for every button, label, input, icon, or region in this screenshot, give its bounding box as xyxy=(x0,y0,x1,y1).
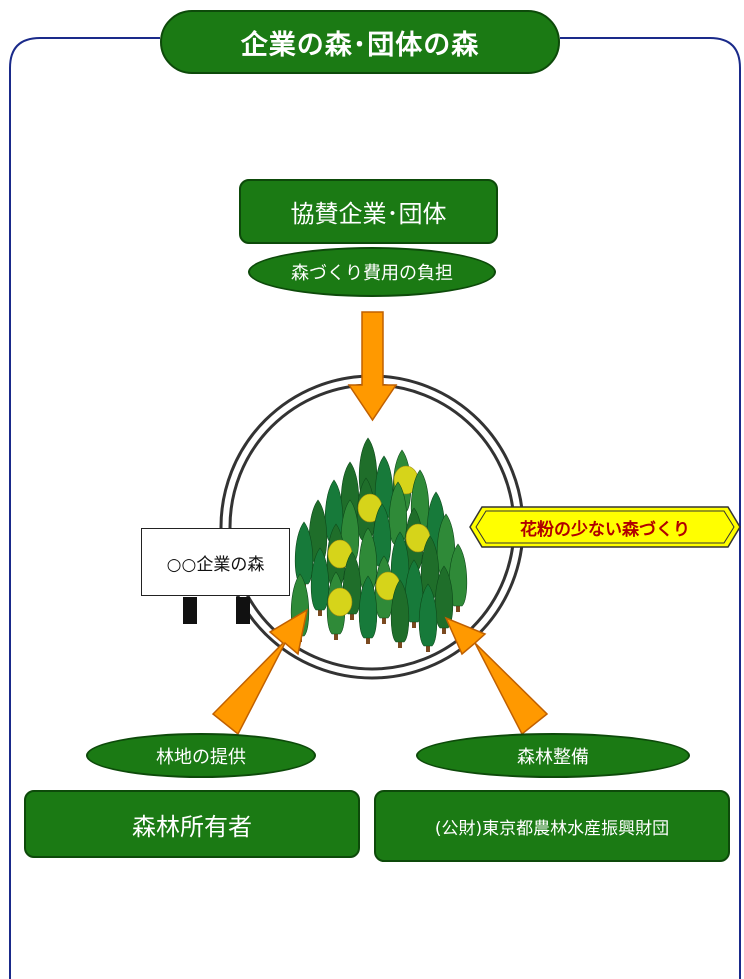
arrow-sponsor-to-forest xyxy=(347,311,398,422)
owner-box: 森林所有者 xyxy=(24,790,360,858)
broadleaf-tree xyxy=(327,587,353,617)
sponsor-role-ellipse: 森づくり費用の負担 xyxy=(248,247,496,297)
banner-shape xyxy=(469,506,741,548)
sign-post-right xyxy=(236,597,250,624)
forest-illustration xyxy=(290,437,468,652)
tree xyxy=(358,575,378,639)
owner-role-label: 林地の提供 xyxy=(156,746,246,768)
sponsor-box-label: 協賛企業･団体 xyxy=(290,200,447,228)
owner-box-label: 森林所有者 xyxy=(132,812,252,841)
tree-trunk xyxy=(334,630,338,640)
tree-trunk xyxy=(442,624,446,634)
tree xyxy=(390,579,410,643)
tree-trunk xyxy=(366,634,370,644)
foundation-role-ellipse: 森林整備 xyxy=(416,733,690,778)
foundation-box: (公財)東京都農林水産振興財団 xyxy=(374,790,730,862)
tree xyxy=(434,565,454,629)
tree xyxy=(404,559,424,623)
tree-trunk xyxy=(350,610,354,620)
tree xyxy=(448,543,468,607)
tree-trunk xyxy=(318,606,322,616)
forest-sign: ○○企業の森 xyxy=(141,528,290,596)
tree xyxy=(310,547,330,611)
banner-label: 花粉の少ない森づくり xyxy=(520,519,690,540)
outer-frame xyxy=(9,37,741,979)
tree-trunk xyxy=(426,642,430,652)
owner-role-ellipse: 林地の提供 xyxy=(86,733,316,778)
arrow-owner-to-forest xyxy=(211,608,309,736)
forest-sign-label: ○○企業の森 xyxy=(166,554,265,575)
foundation-box-label: (公財)東京都農林水産振興財団 xyxy=(434,818,670,839)
page-title: 企業の森･団体の森 xyxy=(160,10,560,74)
foundation-role-label: 森林整備 xyxy=(517,746,589,768)
arrow-foundation-to-forest xyxy=(444,616,549,736)
sponsor-role-label: 森づくり費用の負担 xyxy=(291,263,453,284)
tree-trunk xyxy=(382,614,386,624)
tree-trunk xyxy=(398,638,402,648)
tree-trunk xyxy=(456,602,460,612)
tree-trunk xyxy=(412,618,416,628)
sign-post-left xyxy=(183,597,197,624)
sponsor-box: 協賛企業･団体 xyxy=(239,179,498,244)
tree xyxy=(418,583,438,647)
